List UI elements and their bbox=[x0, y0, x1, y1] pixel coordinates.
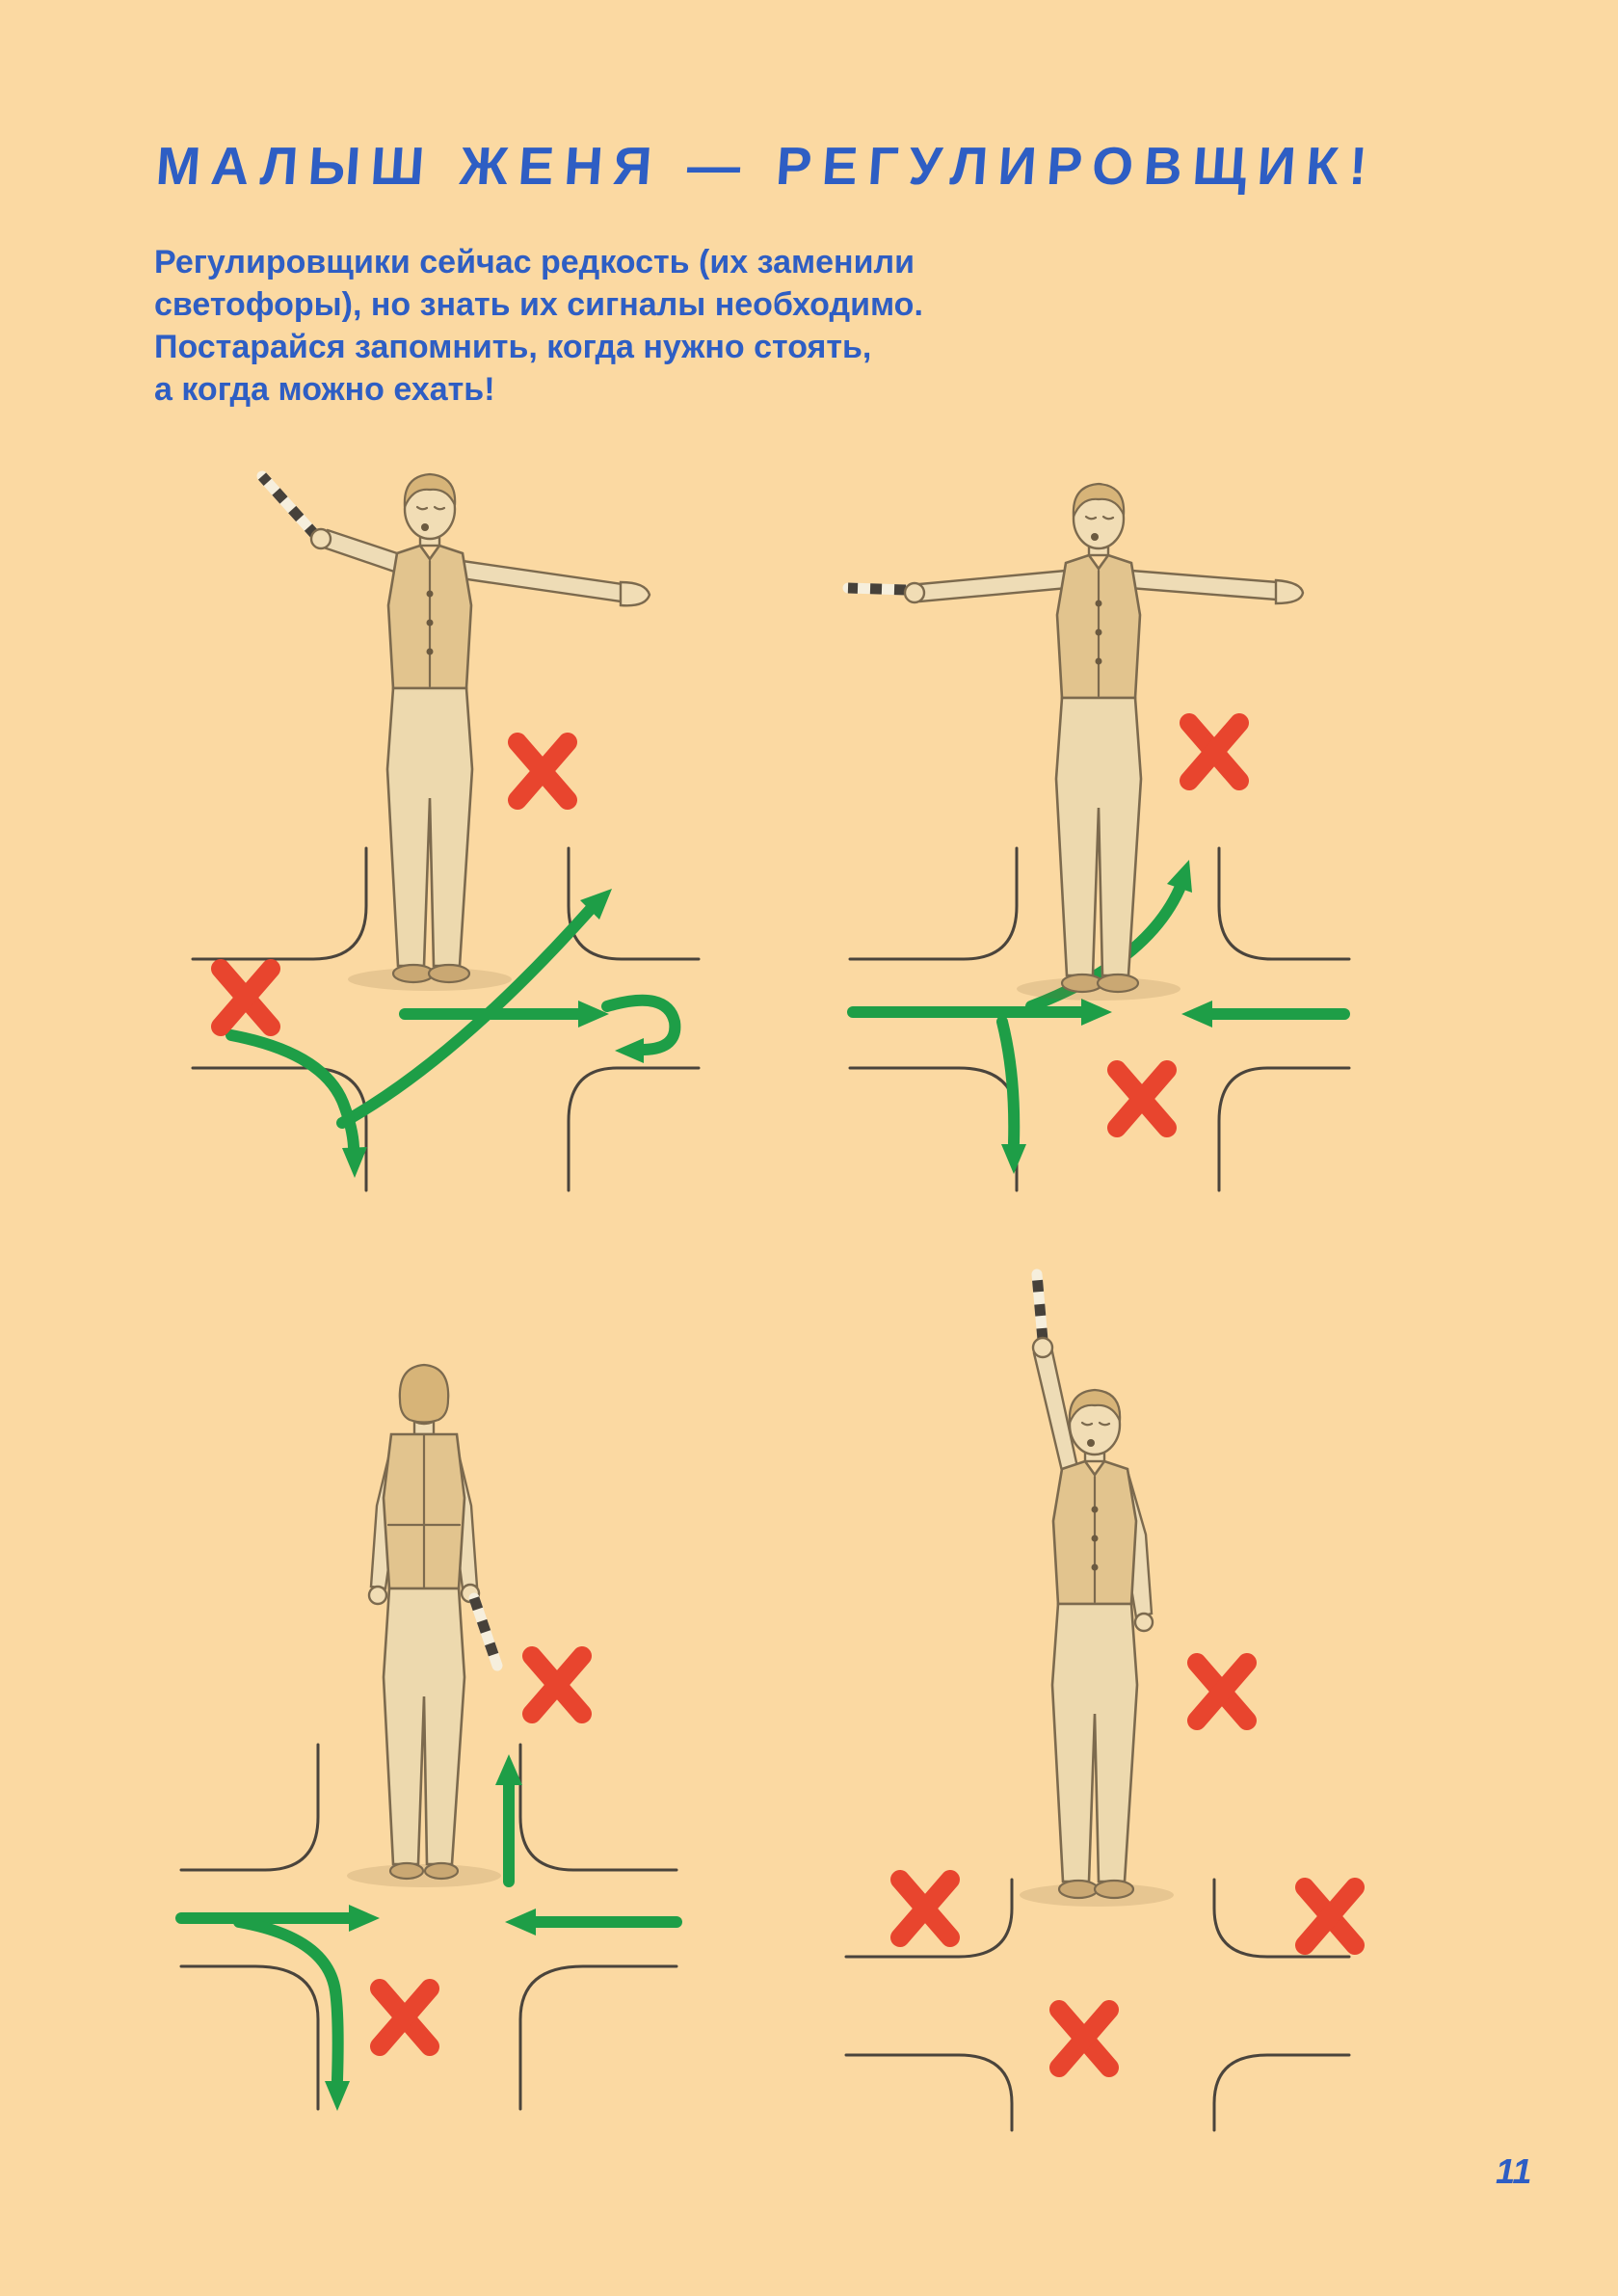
green-arrow-u-turn bbox=[601, 994, 681, 1063]
allowed-direction-arrows bbox=[225, 889, 681, 1178]
page-number: 11 bbox=[1496, 2151, 1532, 2191]
intro-paragraph: Регулировщики сейчас редкость (их замени… bbox=[154, 241, 923, 411]
red-cross-icon bbox=[890, 1870, 960, 1947]
green-arrow-straight-right bbox=[399, 1001, 609, 1028]
illustration-signal-back-view bbox=[175, 1363, 682, 2111]
page-title: МАЛЫШ ЖЕНЯ — РЕГУЛИРОВЩИК! bbox=[154, 136, 1380, 196]
green-arrow-straight-left bbox=[505, 1909, 682, 1936]
traffic-baton-icon bbox=[256, 470, 322, 542]
green-arrow-straight-up bbox=[495, 1754, 522, 1887]
red-cross-icon bbox=[1187, 1653, 1257, 1730]
whistle-icon bbox=[421, 523, 429, 531]
allowed-direction-arrows bbox=[175, 1754, 682, 2111]
red-cross-icon bbox=[1049, 2000, 1119, 2077]
allowed-direction-arrows bbox=[847, 860, 1350, 1174]
traffic-baton-icon bbox=[842, 582, 912, 596]
red-cross-icon bbox=[508, 733, 577, 810]
whistle-icon bbox=[1091, 533, 1099, 541]
traffic-baton-icon bbox=[468, 1592, 503, 1671]
intro-line: светофоры), но знать их сигналы необходи… bbox=[154, 286, 923, 323]
green-arrow-turn-down bbox=[225, 1029, 367, 1178]
green-arrow-turn-down bbox=[996, 1016, 1026, 1174]
red-cross-icon bbox=[370, 1979, 439, 2056]
red-cross-icon bbox=[1107, 1060, 1177, 1137]
red-cross-icon bbox=[1295, 1878, 1365, 1955]
green-arrow-diagonal-up-right bbox=[336, 889, 612, 1129]
red-cross-icon bbox=[1180, 713, 1249, 790]
whistle-icon bbox=[1087, 1439, 1095, 1447]
red-cross-icon bbox=[211, 959, 280, 1036]
boy-figure-baton-raised-diagonal bbox=[256, 470, 651, 991]
green-arrow-turn-down bbox=[233, 1916, 350, 2111]
intersection-roads bbox=[844, 1878, 1351, 2132]
boy-figure-baton-up bbox=[1020, 1268, 1174, 1907]
red-cross-icon bbox=[522, 1646, 592, 1723]
green-arrow-straight-right bbox=[175, 1905, 380, 1932]
illustration-signal-arms-extended-baton-diagonal bbox=[191, 470, 701, 1192]
illustration-signal-arms-extended-baton-side bbox=[842, 482, 1351, 1192]
intro-line: Постарайся запомнить, когда нужно стоять… bbox=[154, 329, 872, 365]
boy-figure-back-view bbox=[347, 1363, 503, 1887]
green-arrow-straight-left bbox=[1181, 1001, 1350, 1028]
intro-line: а когда можно ехать! bbox=[154, 371, 495, 408]
illustration-signal-baton-up-all-stop bbox=[844, 1268, 1365, 2132]
intersection-roads bbox=[179, 1743, 678, 2111]
boy-figure-arms-extended bbox=[842, 482, 1305, 1001]
intro-line: Регулировщики сейчас редкость (их замени… bbox=[154, 244, 915, 280]
green-arrow-straight-right bbox=[847, 999, 1112, 1026]
traffic-baton-icon bbox=[1031, 1268, 1048, 1346]
